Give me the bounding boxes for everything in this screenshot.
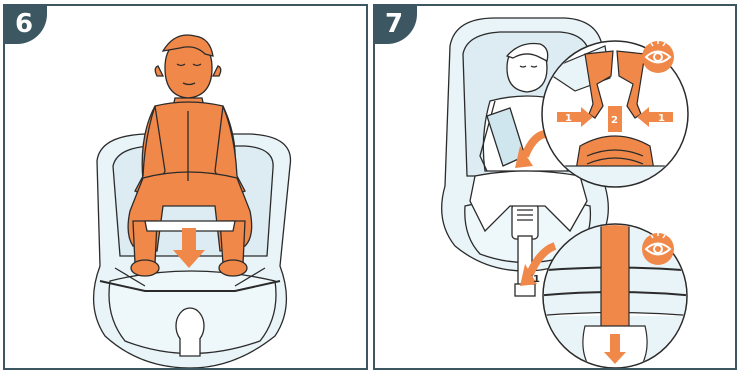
eye-icon	[642, 233, 674, 265]
step-7-panel: 1 2 1 1	[373, 4, 737, 370]
eye-icon	[642, 41, 674, 73]
base-label: 1	[533, 274, 540, 285]
step-6-illustration	[5, 6, 368, 370]
step-6-panel: 6	[3, 4, 368, 370]
callout-label-left: 1	[565, 113, 572, 124]
step-7-illustration: 1 2 1 1	[375, 6, 737, 370]
callout-label-right: 1	[658, 113, 665, 124]
callout-label-center: 2	[611, 115, 618, 126]
